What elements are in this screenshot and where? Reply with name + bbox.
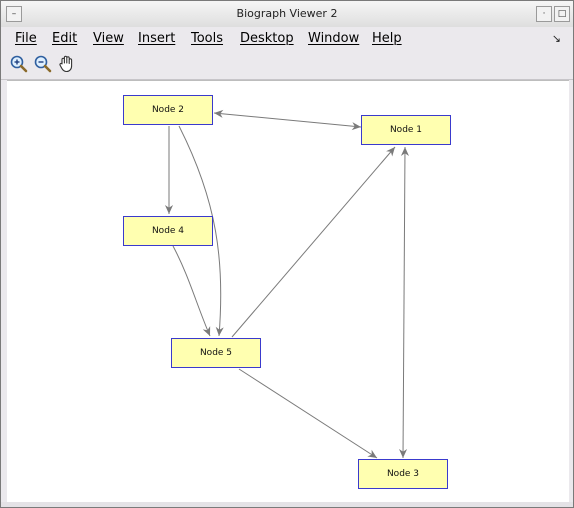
menu-insert[interactable]: Insert — [138, 31, 176, 46]
menu-desktop[interactable]: Desktop — [240, 31, 294, 46]
graph-edges — [164, 109, 409, 459]
menu-help[interactable]: Help — [372, 31, 402, 46]
node-2[interactable]: Node 2 — [123, 95, 213, 125]
menu-bar: File Edit View Insert Tools Desktop Wind… — [1, 27, 573, 51]
graph-canvas[interactable]: Node 2 Node 1 Node 4 Node 5 Node 3 — [7, 80, 569, 503]
window-menu-button[interactable]: – — [6, 6, 22, 22]
zoom-in-icon[interactable] — [9, 54, 29, 74]
title-bar: – Biograph Viewer 2 · □ — [1, 1, 573, 28]
edge-node1-node3 — [399, 146, 409, 459]
menu-tools[interactable]: Tools — [191, 31, 224, 46]
menu-view[interactable]: View — [93, 31, 124, 46]
edge-node2-node5 — [178, 125, 224, 337]
zoom-out-icon[interactable] — [33, 54, 53, 74]
pan-hand-icon[interactable] — [57, 54, 77, 74]
dock-arrow-icon[interactable]: ↘ — [551, 32, 561, 45]
edge-node2-node1 — [213, 109, 362, 131]
window-title: Biograph Viewer 2 — [236, 7, 338, 20]
edge-node4-node5 — [172, 245, 211, 337]
edge-node5-node3 — [238, 368, 378, 459]
minimize-button[interactable]: · — [536, 6, 552, 22]
toolbar — [1, 51, 573, 80]
maximize-button[interactable]: □ — [554, 6, 570, 22]
node-4[interactable]: Node 4 — [123, 216, 213, 246]
node-5[interactable]: Node 5 — [171, 338, 261, 368]
menu-window[interactable]: Window — [308, 31, 360, 46]
node-1[interactable]: Node 1 — [361, 115, 451, 145]
edge-node5-node1 — [231, 146, 396, 338]
bottom-border — [1, 502, 573, 507]
menu-file[interactable]: File — [15, 31, 37, 46]
menu-edit[interactable]: Edit — [52, 31, 78, 46]
node-3[interactable]: Node 3 — [358, 459, 448, 489]
